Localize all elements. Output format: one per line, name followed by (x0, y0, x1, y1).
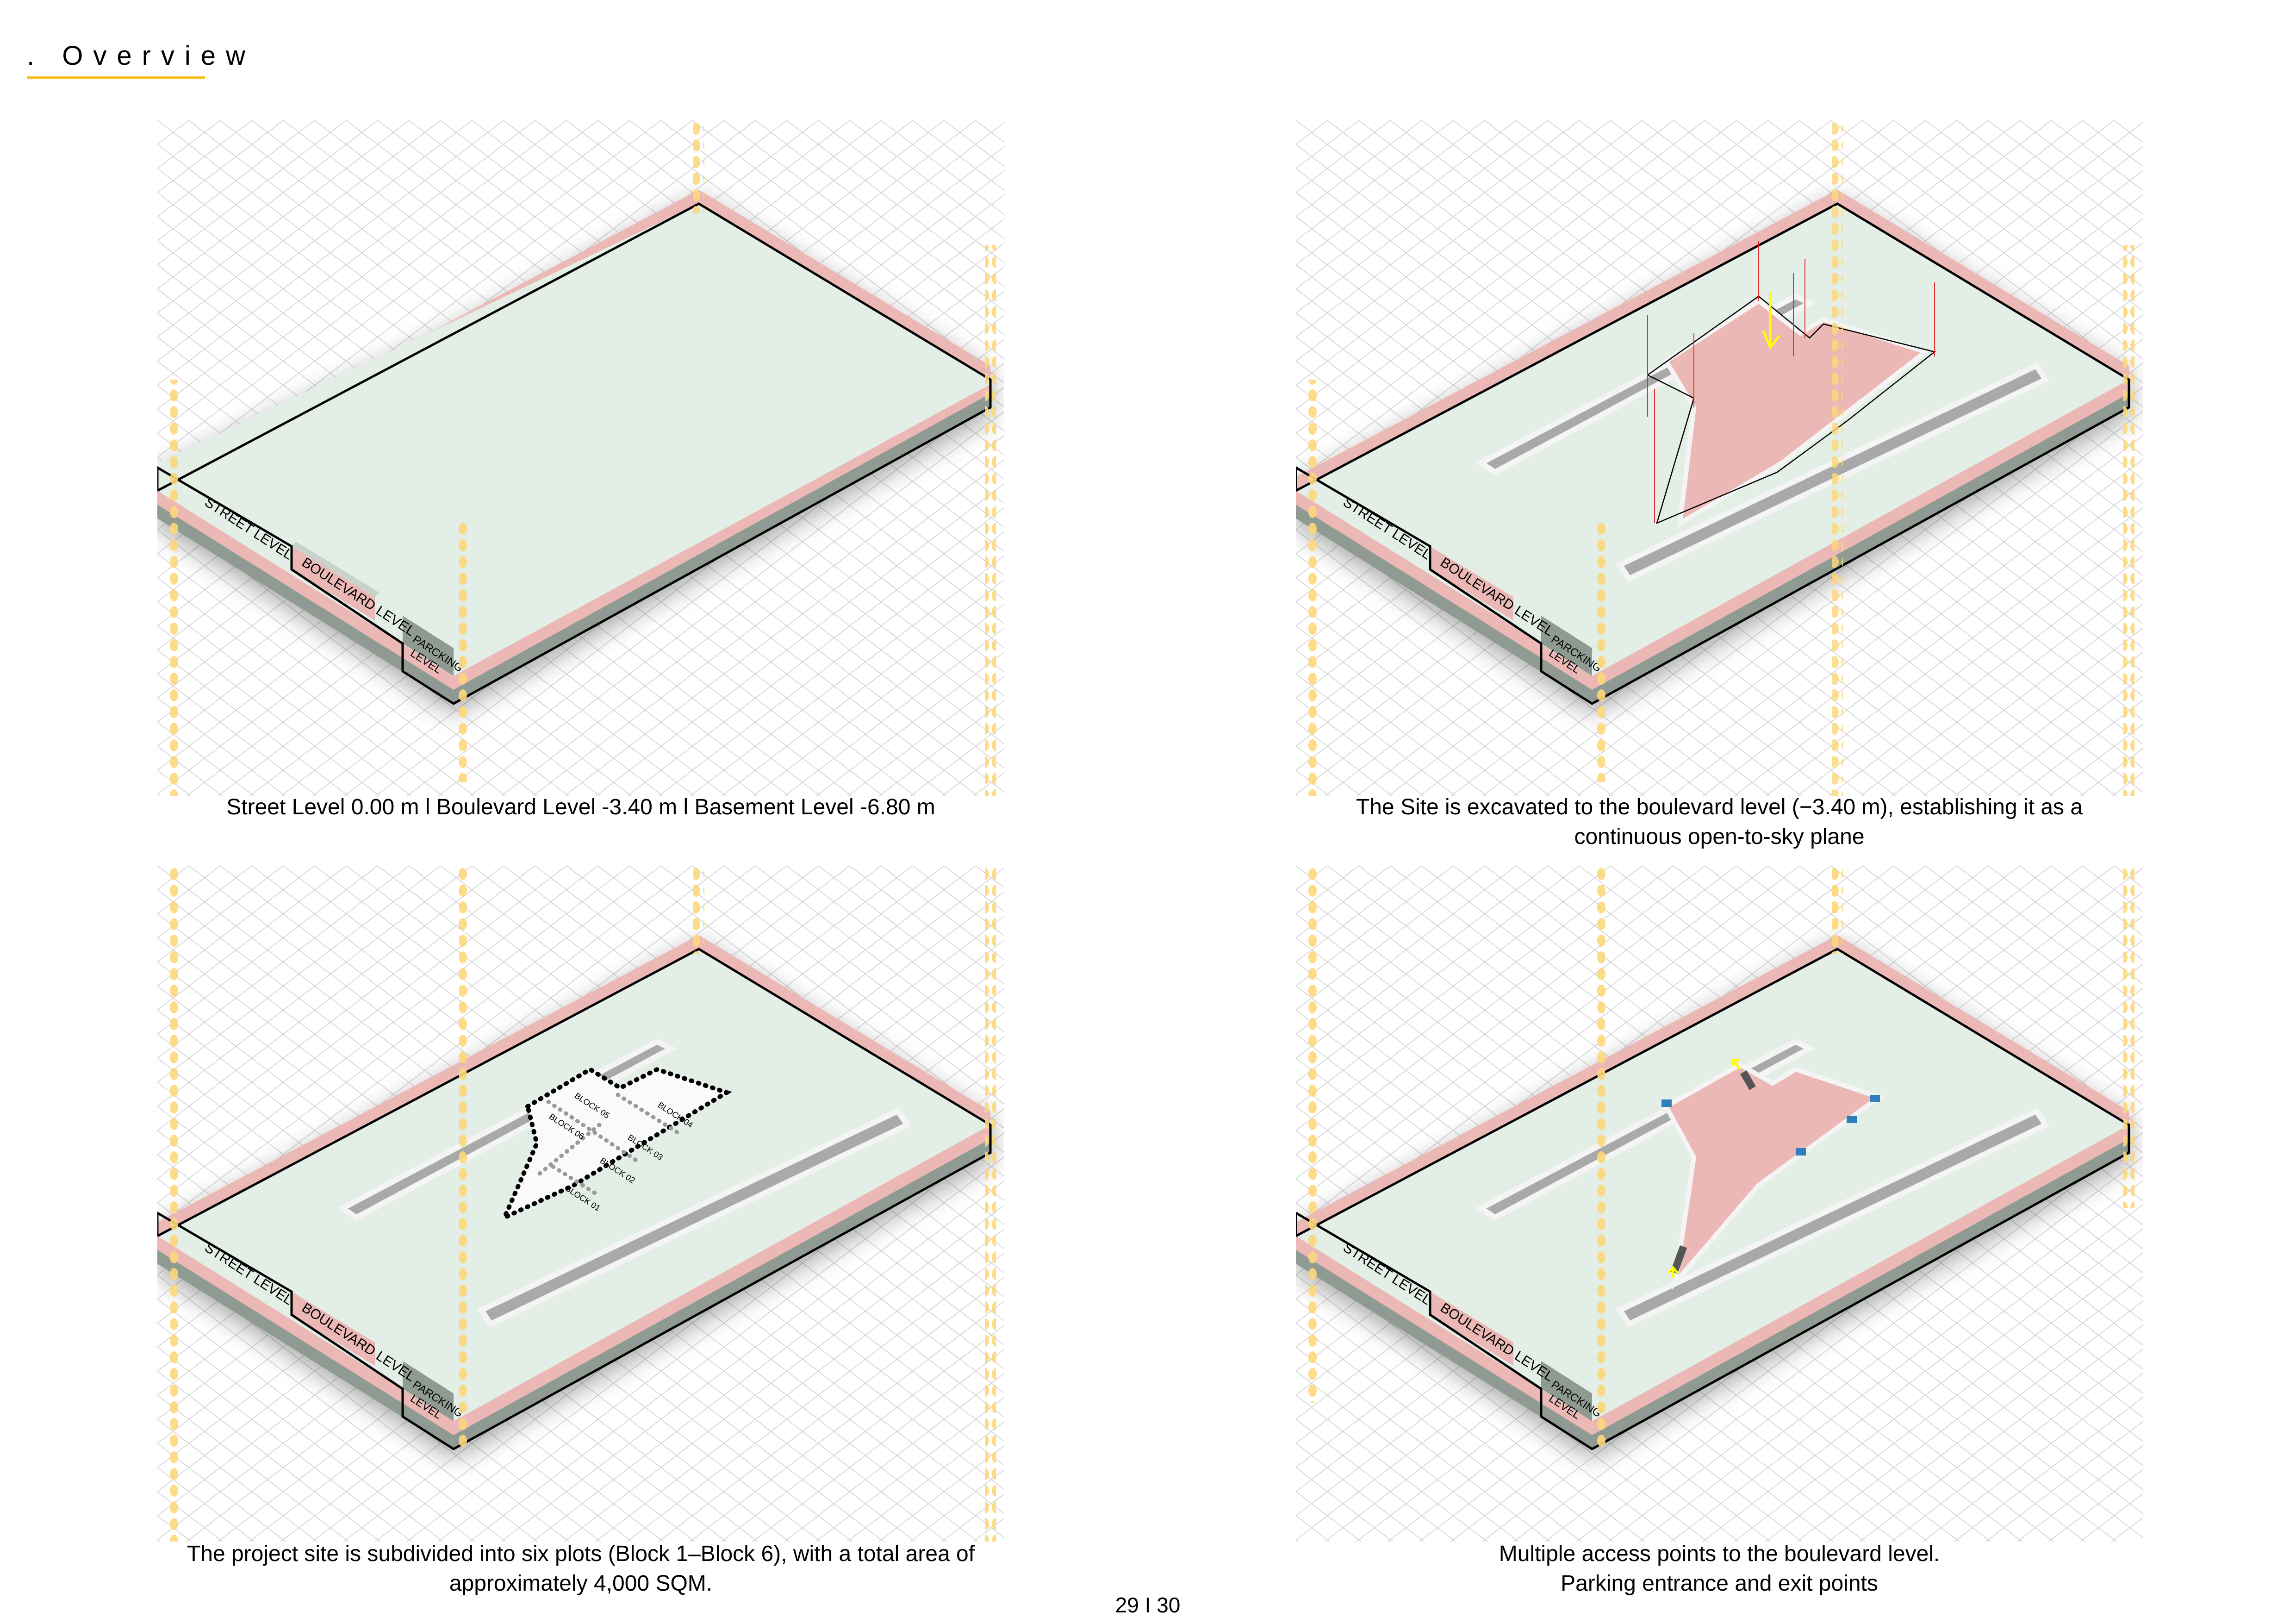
diagram-access: STREET LEVEL BOULEVARD LEVEL PARCKING LE… (1294, 856, 2143, 1542)
excavated-boulevard-plane (1663, 298, 1930, 528)
caption-levels-line-1: Street Level 0.00 m l Boulevard Level -3… (226, 795, 935, 819)
caption-access: Multiple access points to the boulevard … (1296, 1539, 2143, 1599)
site-slab (156, 190, 992, 705)
parking-ramp-north-icon (1740, 1070, 1756, 1090)
access-axonometric: STREET LEVEL BOULEVARD LEVEL PARCKING LE… (1294, 856, 2143, 1542)
road-south (1616, 1107, 2050, 1328)
guide-dots-center (457, 856, 468, 1449)
caption-levels: Street Level 0.00 m l Boulevard Level -3… (157, 793, 1004, 822)
caption-plots-line-1: The project site is subdivided into six … (187, 1542, 975, 1566)
parking-entrance-arrow-icon (1668, 1059, 1741, 1278)
guide-dots-center (1596, 856, 1607, 1449)
levels-axonometric: STREET LEVEL BOULEVARD LEVEL PARCKING LE… (156, 74, 1004, 796)
guide-dots-center-low (457, 523, 468, 782)
guide-dots-top (1832, 856, 1843, 954)
excavation-outline (1647, 295, 1936, 525)
page-number: 29 I 30 (1115, 1593, 1181, 1617)
access-point-icon (1796, 1148, 1806, 1156)
guide-dots-left (168, 856, 180, 1542)
excavation-axonometric: STREET LEVEL BOULEVARD LEVEL PARCKING LE… (1294, 74, 2143, 796)
plots-axonometric: BLOCK 05 BLOCK 04 BLOCK 06 BLOCK 03 BLOC… (156, 856, 1004, 1542)
guide-dots-top (693, 74, 704, 213)
caption-access-line-1: Multiple access points to the boulevard … (1499, 1542, 1940, 1566)
access-point-icon (1870, 1095, 1880, 1102)
excavation-arrow-icon (1762, 292, 1780, 350)
caption-plots: The project site is subdivided into six … (157, 1539, 1004, 1599)
guide-dots-top (693, 856, 704, 954)
caption-access-line-2: Parking entrance and exit points (1561, 1571, 1878, 1596)
guide-dots-left (168, 380, 180, 796)
guide-dots-center-low (1596, 523, 1607, 782)
road-south (477, 1107, 911, 1328)
caption-plots-line-2: approximately 4,000 SQM. (449, 1571, 713, 1596)
access-point-icon (1661, 1099, 1672, 1107)
plots-boundary (500, 1067, 732, 1223)
access-point-icon (1847, 1116, 1857, 1123)
diagram-plots: BLOCK 05 BLOCK 04 BLOCK 06 BLOCK 03 BLOC… (156, 856, 1004, 1542)
page-title: . Overview (27, 41, 255, 71)
caption-excavation-line-2: continuous open-to-sky plane (1574, 824, 1865, 849)
title-underline (27, 76, 205, 79)
guide-dots-right (985, 245, 996, 796)
diagram-excavation: STREET LEVEL BOULEVARD LEVEL PARCKING LE… (1294, 74, 2143, 796)
excavation-vertical-lines (1647, 241, 1935, 523)
diagram-levels: STREET LEVEL BOULEVARD LEVEL PARCKING LE… (156, 74, 1004, 796)
parking-ramp-south-icon (1670, 1245, 1687, 1274)
caption-excavation: The Site is excavated to the boulevard l… (1296, 793, 2143, 852)
guide-dots-left (1307, 856, 1318, 1403)
access-points (1661, 1070, 1880, 1274)
guide-dots-right (2123, 245, 2134, 796)
guide-dots-top (1832, 74, 1843, 796)
guide-dots-right (2123, 856, 2134, 1208)
caption-excavation-line-1: The Site is excavated to the boulevard l… (1356, 795, 2083, 819)
guide-dots-left (1307, 380, 1318, 796)
guide-dots-right (985, 856, 996, 1542)
plots-dividers (535, 1093, 683, 1197)
